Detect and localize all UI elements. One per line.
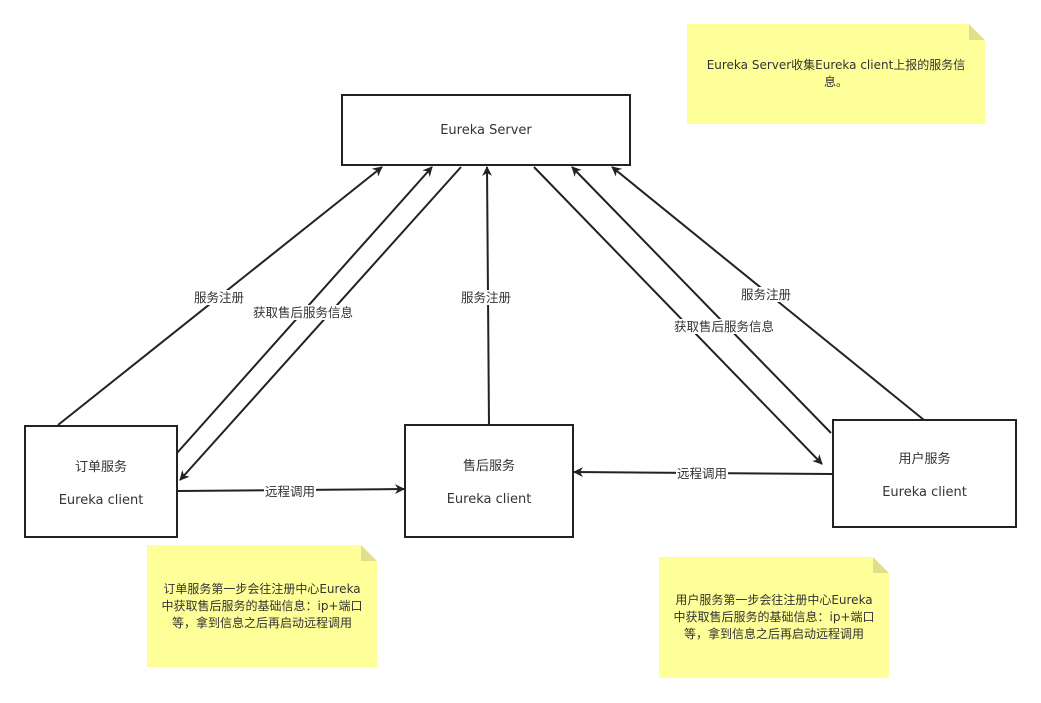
note-order: 订单服务第一步会往注册中心Eureka中获取售后服务的基础信息：ip+端口等，拿…: [147, 545, 377, 667]
edge-order-fetch-down: [179, 166, 462, 481]
label-order-fetch: 获取售后服务信息: [252, 305, 355, 320]
order-service-node[interactable]: 订单服务 Eureka client: [24, 425, 178, 538]
note-user: 用户服务第一步会往注册中心Eureka中获取售后服务的基础信息：ip+端口等，拿…: [659, 557, 889, 678]
edge-user-fetch-down: [533, 166, 823, 465]
label-user-fetch: 获取售后服务信息: [673, 319, 776, 334]
order-service-client: Eureka client: [58, 492, 144, 508]
edge-user-fetch-up: [571, 166, 832, 434]
aftersale-service-client: Eureka client: [446, 492, 532, 507]
order-service-name: 订单服务: [74, 459, 127, 475]
aftersale-service-node[interactable]: 售后服务 Eureka client: [404, 424, 574, 538]
note-server-text: Eureka Server收集Eureka client上报的服务信息。: [706, 58, 966, 89]
note-order-text: 订单服务第一步会往注册中心Eureka中获取售后服务的基础信息：ip+端口等，拿…: [161, 581, 363, 630]
user-service-client: Eureka client: [882, 484, 967, 500]
eureka-server-label: Eureka Server: [440, 122, 532, 138]
user-service-node[interactable]: 用户服务 Eureka client: [832, 419, 1017, 528]
aftersale-service-name: 售后服务: [462, 459, 515, 474]
user-service-name: 用户服务: [898, 451, 951, 467]
eureka-server-node[interactable]: Eureka Server: [341, 94, 631, 166]
label-user-call: 远程调用: [676, 466, 729, 481]
label-aftersale-register: 服务注册: [460, 290, 513, 305]
label-order-call: 远程调用: [264, 484, 317, 499]
note-user-text: 用户服务第一步会往注册中心Eureka中获取售后服务的基础信息：ip+端口等，拿…: [673, 593, 875, 641]
label-order-register: 服务注册: [193, 290, 246, 305]
note-server: Eureka Server收集Eureka client上报的服务信息。: [687, 24, 985, 124]
label-user-register: 服务注册: [740, 287, 793, 302]
